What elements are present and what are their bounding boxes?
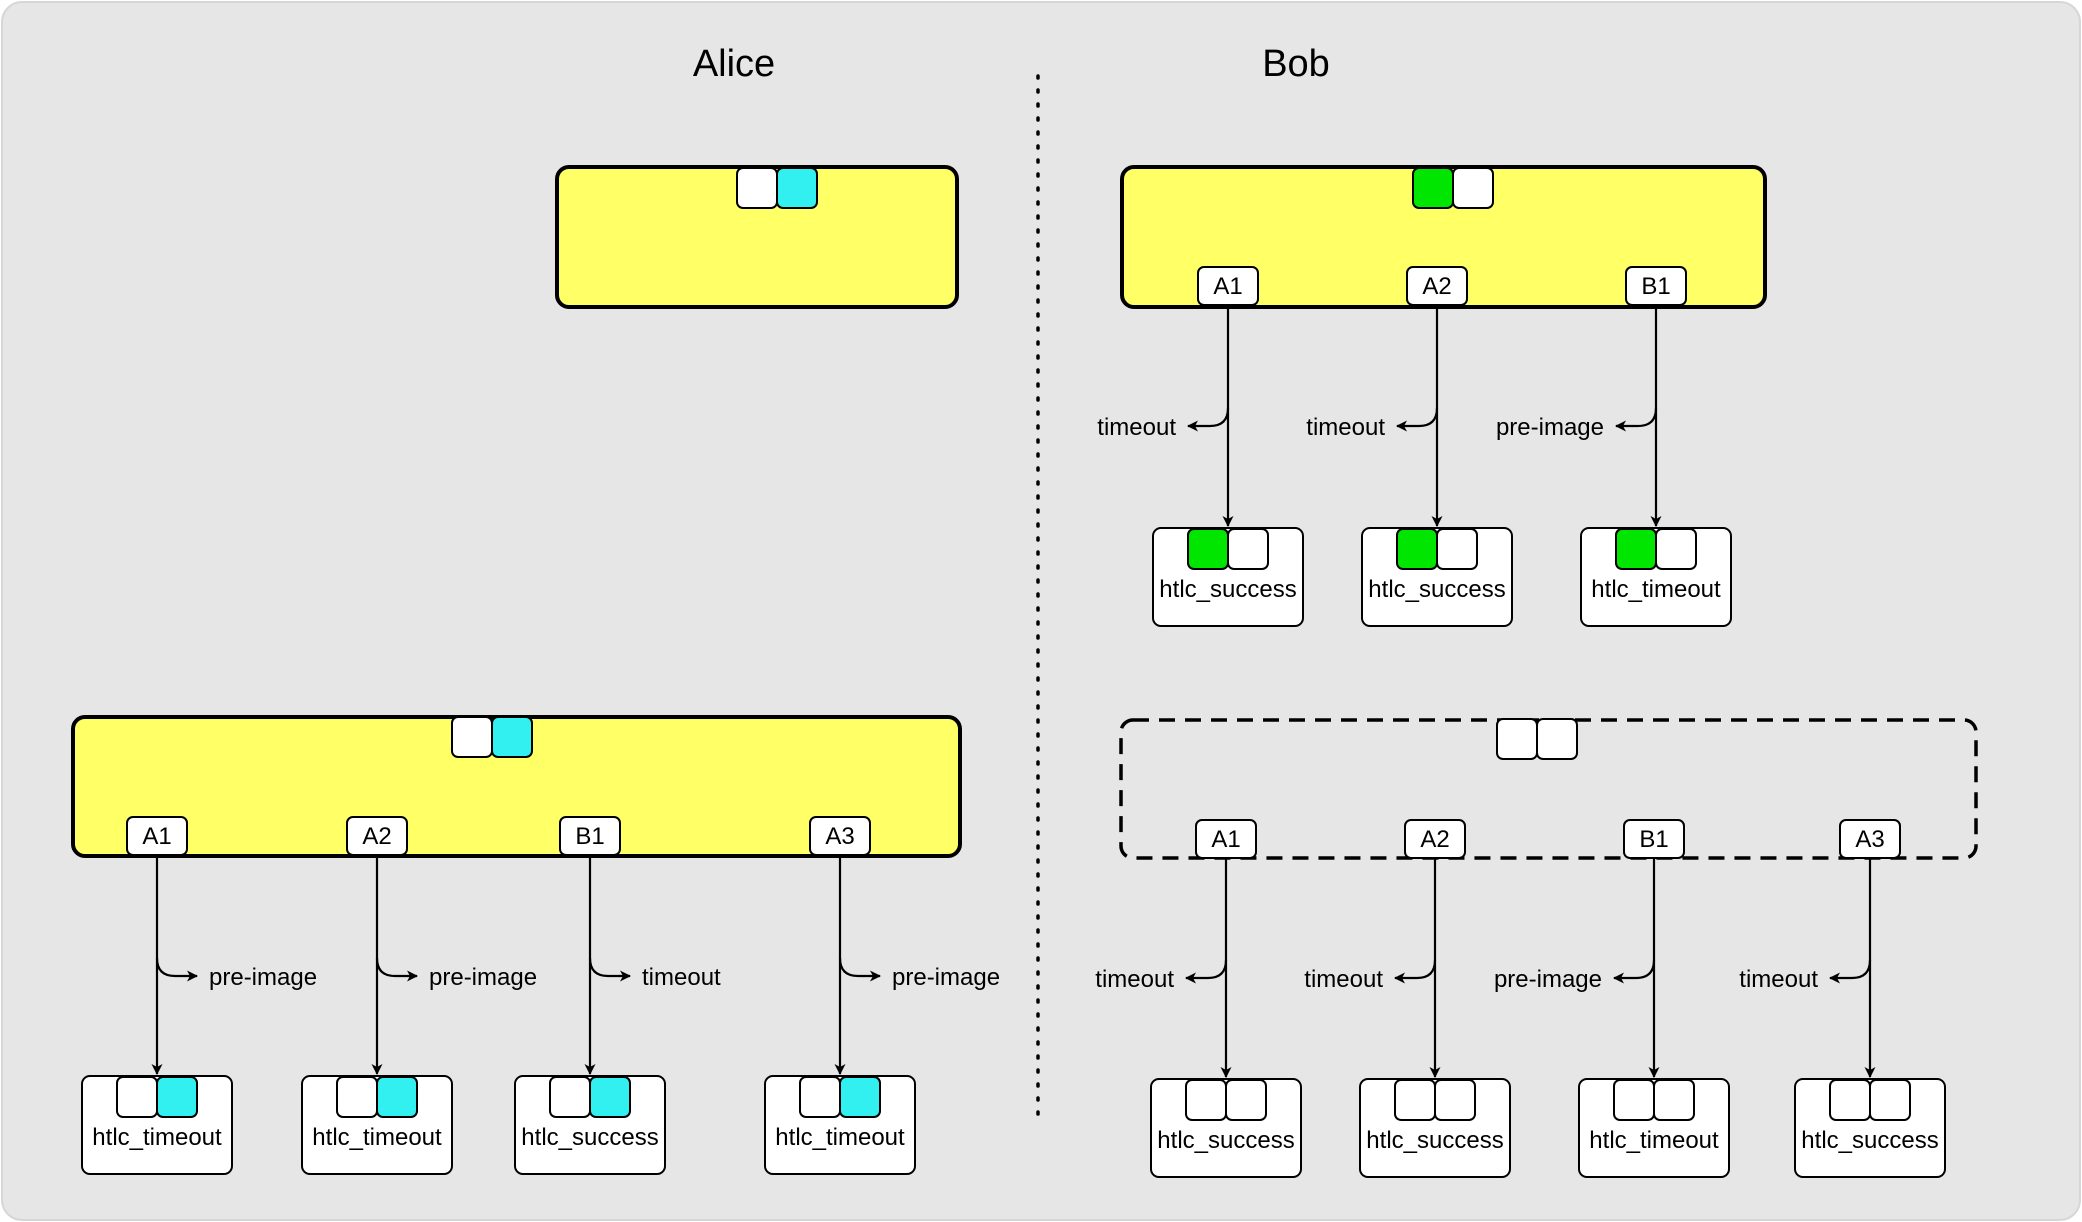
alice-title: Alice: [693, 43, 775, 85]
condition-label: pre-image: [1496, 414, 1604, 441]
output-tag: [1404, 819, 1466, 859]
key-slot: [1655, 528, 1697, 570]
condition-label: timeout: [1097, 414, 1176, 441]
htlc-tx-label: htlc_success: [1801, 1127, 1938, 1154]
output-tag-label: B1: [575, 823, 604, 850]
key-slot: [1496, 718, 1538, 760]
output-tag-label: A3: [1855, 826, 1884, 853]
key-slot: [1436, 528, 1478, 570]
condition-branch-arrow: [1187, 407, 1230, 432]
condition-label: pre-image: [1494, 966, 1602, 993]
condition-branch-arrow: [1615, 407, 1658, 432]
output-tag: [1623, 819, 1685, 859]
key-slot: [1452, 167, 1494, 209]
condition-label: timeout: [642, 964, 721, 991]
bob-title: Bob: [1262, 43, 1330, 85]
key-slot: [1829, 1079, 1871, 1121]
condition-branch-arrow: [1396, 407, 1439, 432]
htlc-tx-label: htlc_timeout: [92, 1124, 222, 1151]
condition-branch-arrow: [1829, 959, 1872, 984]
htlc-tx-label: htlc_success: [1157, 1127, 1294, 1154]
key-slot: [491, 716, 533, 758]
condition-label: timeout: [1306, 414, 1385, 441]
key-slot: [1536, 718, 1578, 760]
htlc-tx-label: htlc_success: [521, 1124, 658, 1151]
key-slot: [736, 167, 778, 209]
condition-label: pre-image: [429, 964, 537, 991]
htlc-tx-label: htlc_timeout: [1589, 1127, 1719, 1154]
output-tag: [1197, 266, 1259, 306]
key-slot: [1187, 528, 1229, 570]
condition-label: pre-image: [892, 964, 1000, 991]
key-slot: [799, 1076, 841, 1118]
output-tag-label: A1: [1211, 826, 1240, 853]
key-slot: [156, 1076, 198, 1118]
key-slot: [1653, 1079, 1695, 1121]
htlc-tx-label: htlc_success: [1159, 576, 1296, 603]
output-tag-label: A1: [142, 823, 171, 850]
key-slot: [1869, 1079, 1911, 1121]
key-slot: [589, 1076, 631, 1118]
condition-label: pre-image: [209, 964, 317, 991]
key-slot: [376, 1076, 418, 1118]
condition-branch-arrow: [838, 957, 881, 982]
output-tag: [1625, 266, 1687, 306]
htlc-tx-label: htlc_success: [1366, 1127, 1503, 1154]
output-tag-label: A2: [1422, 273, 1451, 300]
output-tag: [126, 816, 188, 856]
key-slot: [1227, 528, 1269, 570]
key-slot: [839, 1076, 881, 1118]
condition-label: timeout: [1095, 966, 1174, 993]
condition-branch-arrow: [1185, 959, 1228, 984]
key-slot: [1613, 1079, 1655, 1121]
htlc-tx-label: htlc_success: [1368, 576, 1505, 603]
key-slot: [116, 1076, 158, 1118]
output-tag-label: A3: [825, 823, 854, 850]
output-tag: [809, 816, 871, 856]
output-tag-label: A2: [362, 823, 391, 850]
output-tag-label: B1: [1639, 826, 1668, 853]
key-slot: [1225, 1079, 1267, 1121]
htlc-tx-label: htlc_timeout: [312, 1124, 442, 1151]
output-tag-label: B1: [1641, 273, 1670, 300]
condition-branch-arrow: [588, 957, 631, 982]
key-slot: [1396, 528, 1438, 570]
key-slot: [451, 716, 493, 758]
key-slot: [336, 1076, 378, 1118]
output-tag: [559, 816, 621, 856]
key-slot: [1434, 1079, 1476, 1121]
condition-branch-arrow: [155, 957, 198, 982]
output-tag: [1406, 266, 1468, 306]
condition-label: timeout: [1304, 966, 1383, 993]
condition-label: timeout: [1739, 966, 1818, 993]
key-slot: [549, 1076, 591, 1118]
htlc-tx-label: htlc_timeout: [775, 1124, 905, 1151]
key-slot: [1412, 167, 1454, 209]
output-tag-label: A1: [1213, 273, 1242, 300]
output-tag: [1839, 819, 1901, 859]
key-slot: [776, 167, 818, 209]
key-slot: [1185, 1079, 1227, 1121]
key-slot: [1394, 1079, 1436, 1121]
output-tag: [346, 816, 408, 856]
key-slot: [1615, 528, 1657, 570]
htlc-tx-label: htlc_timeout: [1591, 576, 1721, 603]
condition-branch-arrow: [1394, 959, 1437, 984]
output-tag: [1195, 819, 1257, 859]
output-tag-label: A2: [1420, 826, 1449, 853]
condition-branch-arrow: [1613, 959, 1656, 984]
condition-branch-arrow: [375, 957, 418, 982]
